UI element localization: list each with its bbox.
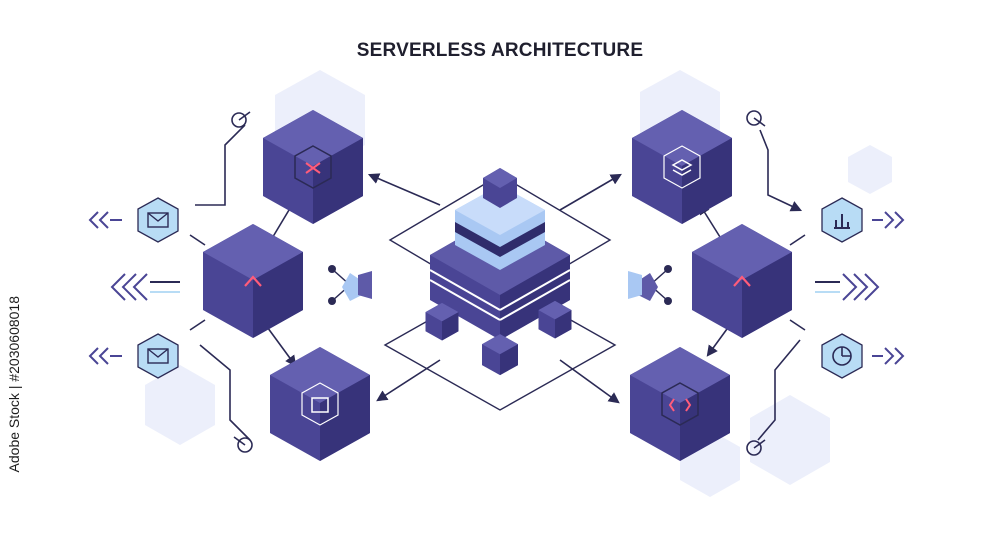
node-graph-icon-right — [628, 265, 672, 305]
connector — [789, 319, 806, 331]
page-title: SERVERLESS ARCHITECTURE — [356, 40, 644, 61]
triple-chevron-left — [110, 273, 180, 301]
service-cube-top-right — [632, 110, 732, 224]
service-cube-mid-left — [203, 224, 303, 338]
key-icon — [746, 439, 766, 456]
triple-chevron-right — [815, 273, 880, 301]
bg-hexagon — [750, 395, 830, 485]
connector — [759, 129, 803, 212]
key-icon — [233, 436, 253, 453]
connector — [789, 234, 806, 246]
mail-icon — [147, 348, 169, 364]
arrow-to-bottom-right-cube — [559, 359, 620, 404]
service-cube-top-left — [263, 110, 363, 224]
chevron-left-icon — [88, 211, 109, 229]
connector — [195, 124, 246, 206]
chevron-right-icon — [884, 211, 905, 229]
chart-badge-top-right — [821, 197, 863, 243]
node-graph-icon-left — [328, 265, 372, 305]
pie-badge-bottom-right — [821, 333, 863, 379]
layers-icon — [671, 159, 693, 176]
small-cube — [482, 334, 518, 376]
code-icon — [668, 398, 692, 412]
connector — [757, 339, 801, 441]
code-icon — [305, 162, 321, 174]
service-cube-mid-right — [692, 224, 792, 338]
chevron-right-icon — [884, 347, 905, 365]
central-server-stack — [429, 168, 571, 340]
connector — [189, 319, 206, 331]
bar-chart-icon — [834, 214, 850, 229]
connector — [199, 344, 251, 441]
service-cube-bottom-right — [630, 347, 730, 461]
mail-badge-bottom-left — [137, 333, 179, 379]
key-icon — [231, 111, 251, 128]
mail-icon — [147, 212, 169, 228]
cloud-icon — [733, 275, 751, 287]
connector-lines — [189, 124, 806, 441]
platform-outline-bottom — [383, 279, 617, 411]
mail-badge-top-left — [137, 197, 179, 243]
arrow-to-top-right-cube — [559, 173, 622, 211]
arrow-to-bottom-left-cube — [376, 359, 441, 402]
chevron-left-icon — [88, 347, 109, 365]
box-icon — [311, 397, 329, 413]
bg-hexagon — [145, 365, 215, 445]
key-icon — [746, 110, 766, 127]
connector — [189, 234, 206, 246]
service-cube-bottom-left — [270, 347, 370, 461]
arrow-to-top-left-cube — [367, 173, 441, 206]
bg-hexagon — [848, 145, 892, 194]
cloud-icon — [244, 275, 262, 287]
